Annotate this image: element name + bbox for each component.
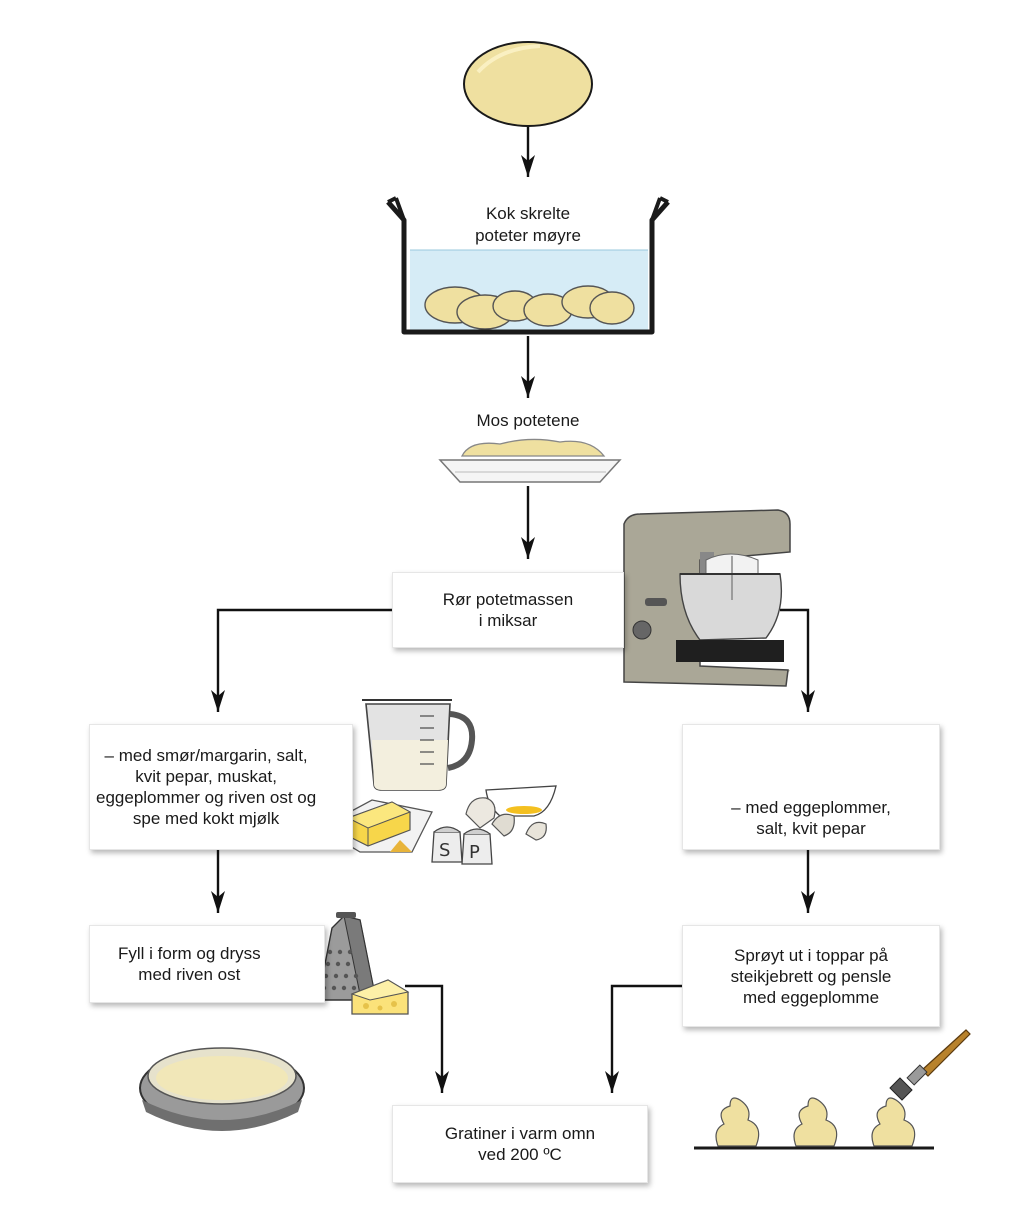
cheese-icon	[350, 979, 410, 1015]
mash-label: Mos potetene	[476, 411, 580, 430]
grater-icon	[317, 912, 377, 1005]
duchess-potato-icon	[715, 1097, 760, 1147]
gratin-dish-icon	[139, 1047, 305, 1131]
brush-icon	[889, 1029, 971, 1101]
right-pipe-box: Sprøyt ut i toppar på steikjebrett og pe…	[682, 925, 940, 1027]
eggshell-icon	[465, 785, 557, 841]
plate-icon	[438, 438, 622, 483]
connectors	[211, 123, 815, 1093]
pot-icon	[386, 196, 670, 335]
duchess-potato-icon	[871, 1097, 916, 1147]
salt-shaker-icon: S	[431, 826, 463, 863]
potato-icon	[463, 41, 593, 127]
pepper-shaker-icon: P	[461, 828, 493, 865]
left-fill-box: Fyll i form og dryss med riven ost	[89, 925, 325, 1003]
mix-box: Rør potetmassen i miksar	[392, 572, 624, 648]
arrow-pipe-to-gratin	[605, 984, 682, 1093]
left-mix-box: – med smør/margarin, salt, kvit pepar, m…	[89, 724, 353, 850]
duchess-potatoes-tray	[694, 1097, 934, 1150]
arrow-mix-to-left	[211, 608, 392, 712]
boil-label: Kok skrelte poteter møyre	[475, 204, 581, 245]
shaker-s-left: S	[439, 840, 450, 861]
shaker-p-left: P	[469, 842, 480, 863]
measuring-jug-icon	[362, 699, 476, 791]
duchess-potato-icon	[793, 1097, 838, 1147]
arrow-mix-to-right	[780, 608, 815, 712]
arrow-fill-to-gratin	[405, 984, 449, 1093]
gratin-box: Gratiner i varm omn ved 200 ºC	[392, 1105, 648, 1183]
right-mix-box: – med eggeplommer, salt, kvit pepar	[682, 724, 940, 850]
stand-mixer-icon	[623, 509, 791, 687]
